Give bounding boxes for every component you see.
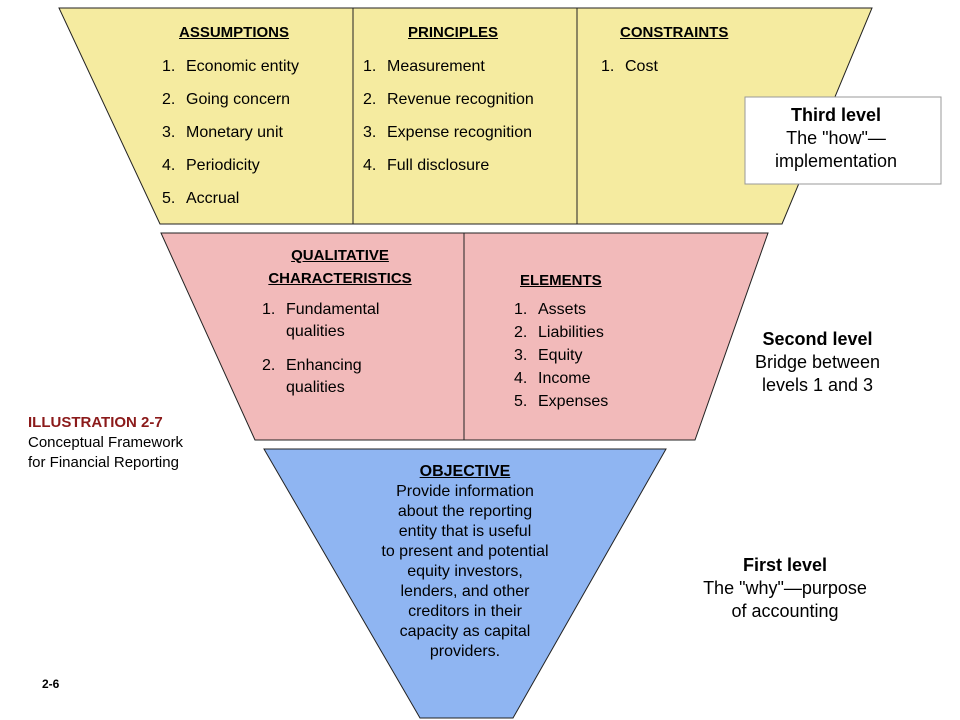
list-item: 1.Assets: [514, 301, 587, 318]
third-level-title: Third level: [790, 105, 882, 125]
elements-heading: ELEMENTS: [520, 272, 602, 289]
objective-line: lenders, and other: [400, 583, 530, 600]
objective-block: OBJECTIVE Provide information about the …: [345, 462, 585, 662]
first-level-title: First level: [742, 555, 828, 575]
third-level-label: Third level The "how"— implementation: [745, 104, 927, 173]
list-item: 2.Revenue recognition: [363, 91, 534, 108]
first-level-line1: The "why"—purpose: [703, 578, 867, 598]
illustration-line2: for Financial Reporting: [28, 454, 179, 471]
objective-line: Provide information: [396, 483, 534, 500]
assumptions-list: 1.Economic entity 2.Going concern 3.Mone…: [162, 57, 299, 222]
objective-line: equity investors,: [407, 563, 523, 580]
third-level-label-box: [744, 96, 942, 185]
list-item: 4.Periodicity: [162, 157, 260, 174]
qualitative-heading-line1: QUALITATIVE: [291, 247, 389, 264]
third-level-line1: The "how"—: [786, 128, 886, 148]
principles-list: 1.Measurement 2.Revenue recognition 3.Ex…: [363, 57, 534, 189]
list-item: 3.Expense recognition: [363, 124, 532, 141]
illustration-caption: ILLUSTRATION 2-7 Conceptual Framework fo…: [28, 413, 183, 473]
objective-line: capacity as capital: [399, 623, 531, 640]
list-item: 3.Equity: [514, 347, 583, 364]
third-level-line2: implementation: [774, 151, 898, 171]
list-item: 5.Expenses: [514, 393, 609, 410]
first-level-triangle: [263, 448, 667, 719]
objective-line: about the reporting: [397, 503, 533, 520]
principles-heading: PRINCIPLES: [408, 24, 499, 41]
objective-heading: OBJECTIVE: [419, 463, 511, 480]
elements-list: 1.Assets 2.Liabilities 3.Equity 4.Income…: [514, 299, 608, 414]
illustration-title: ILLUSTRATION 2-7: [28, 414, 163, 431]
list-item: 2.Going concern: [162, 91, 291, 108]
second-level-label: Second level Bridge between levels 1 and…: [735, 328, 900, 397]
first-level-line2: of accounting: [731, 601, 839, 621]
list-item: 4.Income: [514, 370, 591, 387]
qualitative-characteristics-heading: QUALITATIVE CHARACTERISTICS: [240, 244, 440, 290]
constraints-heading: CONSTRAINTS: [620, 24, 729, 41]
first-level-label: First level The "why"—purpose of account…: [680, 554, 890, 623]
list-item: 1.Cost: [601, 58, 658, 75]
list-item: 3.Monetary unit: [162, 124, 283, 141]
constraints-list: 1.Cost: [601, 57, 658, 90]
qualitative-heading-line2: CHARACTERISTICS: [268, 270, 412, 287]
objective-line: entity that is useful: [398, 523, 532, 540]
second-level-line1: Bridge between: [754, 352, 881, 372]
list-item: 2.Liabilities: [514, 324, 604, 341]
list-item: 1.Measurement: [363, 58, 485, 75]
objective-line: to present and potential: [381, 543, 549, 560]
illustration-line1: Conceptual Framework: [28, 434, 184, 451]
objective-line: providers.: [429, 643, 501, 660]
list-item: 5.Accrual: [162, 190, 240, 207]
list-item: 1.Economic entity: [162, 58, 299, 75]
third-level-trapezoid: [58, 7, 873, 225]
second-level-title: Second level: [762, 329, 873, 349]
second-level-line2: levels 1 and 3: [761, 375, 874, 395]
list-item: 4.Full disclosure: [363, 157, 490, 174]
objective-line: creditors in their: [408, 603, 522, 620]
slide-number: 2-6: [42, 677, 60, 691]
assumptions-heading: ASSUMPTIONS: [179, 24, 290, 41]
